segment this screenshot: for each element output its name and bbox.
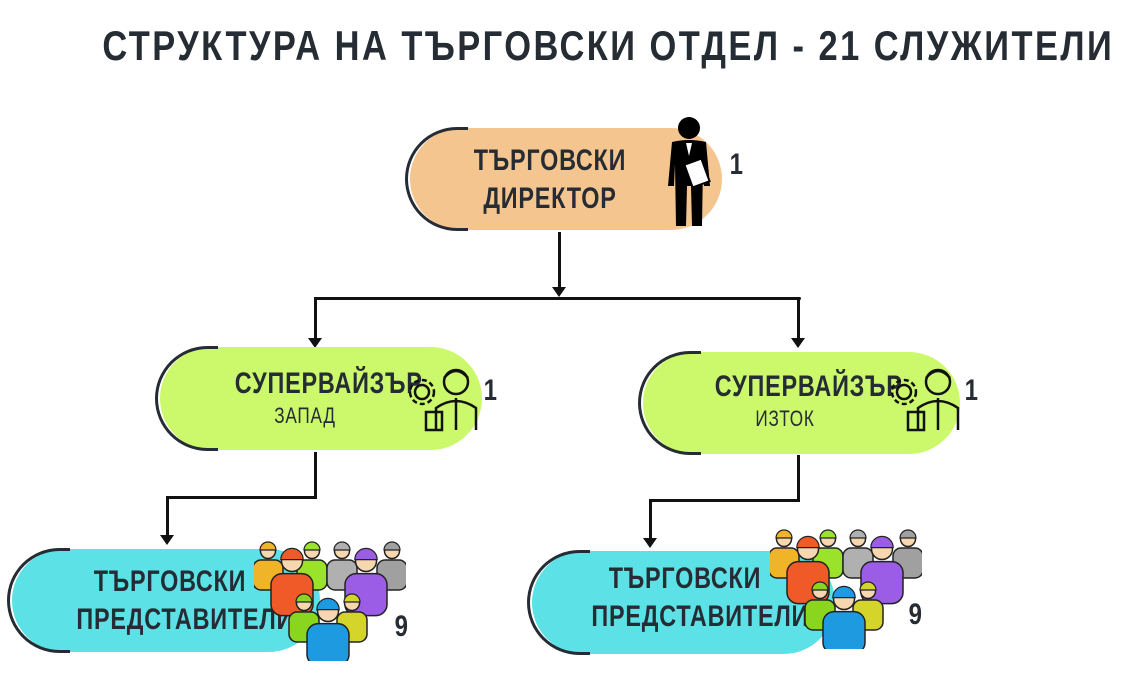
supervisor-region: ЗАПАД (274, 403, 336, 428)
connector (166, 496, 169, 536)
page-title: СТРУКТУРА НА ТЪРГОВСКИ ОТДЕЛ - 21 СЛУЖИТ… (102, 22, 1115, 69)
arrow-head (791, 338, 805, 348)
supervisor-title: СУПЕРВАЙЗЪР (714, 370, 903, 403)
supervisor-gear-icon (408, 368, 478, 432)
worker-figure (306, 597, 350, 661)
worker-group-icon (770, 529, 922, 649)
supervisor-gear-icon (890, 368, 960, 432)
director-count: 1 (729, 148, 744, 181)
representatives-line1: ТЪРГОВСКИ (608, 562, 762, 595)
director-title-line2: ДИРЕКТОР (483, 182, 617, 215)
arrow-head (643, 538, 657, 548)
supervisor-count: 1 (964, 374, 979, 407)
connector (649, 499, 652, 539)
worker-figure (786, 535, 830, 605)
arrow-head (552, 287, 566, 297)
connector (797, 297, 800, 339)
connector (558, 232, 561, 288)
supervisor-region: ИЗТОК (755, 406, 815, 431)
arrow-head (160, 535, 174, 545)
representatives-line2: ПРЕДСТАВИТЕЛИ (591, 600, 810, 633)
representatives-count: 9 (394, 610, 409, 643)
connector (649, 499, 800, 502)
representatives-count: 9 (908, 598, 923, 631)
supervisor-title: СУПЕРВАЙЗЪР (234, 367, 423, 400)
representatives-line1: ТЪРГОВСКИ (93, 565, 247, 598)
connector (797, 455, 800, 501)
supervisor-count: 1 (483, 374, 498, 407)
representatives-line2: ПРЕДСТАВИТЕЛИ (76, 603, 295, 636)
connector (314, 297, 317, 339)
worker-group-icon (254, 541, 406, 661)
connector (314, 452, 317, 498)
worker-figure (804, 581, 836, 631)
worker-figure (822, 585, 866, 649)
arrow-head (308, 338, 322, 348)
connector (314, 297, 801, 300)
businessman-icon (668, 117, 711, 226)
connector (166, 496, 317, 499)
director-title-line1: ТЪРГОВСКИ (473, 144, 627, 177)
